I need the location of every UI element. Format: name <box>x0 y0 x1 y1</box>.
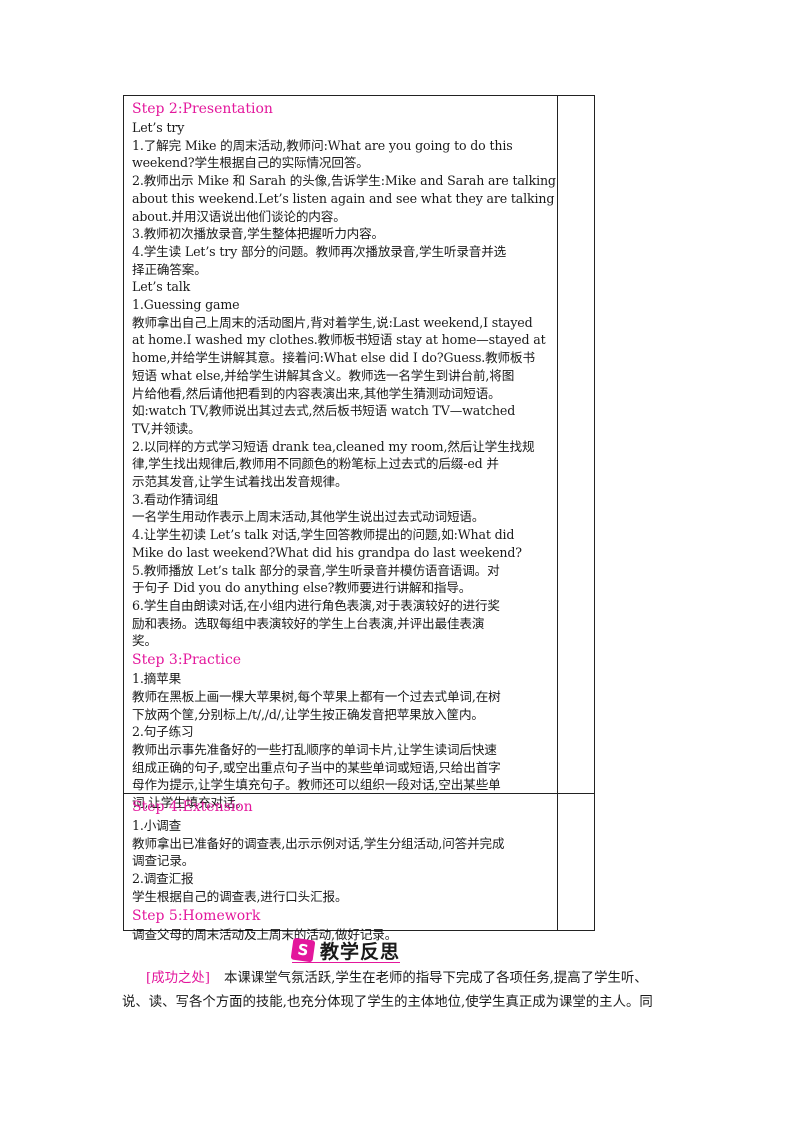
text-line: 下放两个筐,分别标上/t/,/d/,让学生按正确发音把苹果放入筐内。 <box>132 706 484 722</box>
text-line: 如:watch TV,教师说出其过去式,然后板书短语 watch TV—watc… <box>132 403 516 419</box>
reflection-title: 教学反思 <box>320 940 401 963</box>
text-line: 片给他看,然后请他把看到的内容表演出来,其他学生猜测动词短语。 <box>132 385 501 401</box>
text-line: 2.调查汇报 <box>132 871 194 887</box>
text-line: 律,学生找出规律后,教师用不同颜色的粉笔标上过去式的后缀-ed 并 <box>132 456 499 472</box>
reflection-text: 本课课堂气氛活跃,学生在老师的指导下完成了各项任务,提高了学生听、 <box>224 971 648 986</box>
text-line: 组成正确的句子,或空出重点句子当中的某些单词或短语,只给出首字 <box>132 759 501 775</box>
text-line: 教师在黑板上画一棵大苹果树,每个苹果上都有一个过去式单词,在树 <box>132 688 501 704</box>
text-line: 母作为提示,让学生填充句子。教师还可以组织一段对话,空出某些单 <box>132 777 501 793</box>
text-line: Let’s try <box>132 120 185 135</box>
text-line: home,并给学生讲解其意。接着问:What else did I do?Gue… <box>132 350 535 366</box>
text-line: Let’s talk <box>132 279 191 295</box>
text-line: 调查记录。 <box>132 853 195 869</box>
text-line: weekend?学生根据自己的实际情况回答。 <box>132 155 369 171</box>
procedure-cell: Step 4:Extension 1.小调查教师拿出已准备好的调查表,出示示例对话… <box>132 797 552 943</box>
text-line: 2.以同样的方式学习短语 drank tea,cleaned my room,然… <box>132 438 535 454</box>
text-line: 6.学生自由朗读对话,在小组内进行角色表演,对于表演较好的进行奖 <box>132 597 500 613</box>
text-line: 学生根据自己的调查表,进行口头汇报。 <box>132 888 348 904</box>
reflection-paragraph-line: [成功之处] 本课课堂气氛活跃,学生在老师的指导下完成了各项任务,提高了学生听、 <box>126 969 686 989</box>
text-line: 4.学生读 Let’s try 部分的问题。教师再次播放录音,学生听录音并选 <box>132 243 507 259</box>
text-line: about.并用汉语说出他们谈论的内容。 <box>132 208 346 224</box>
text-line: 1.小调查 <box>132 818 182 833</box>
text-line: at home.I washed my clothes.教师板书短语 stay … <box>132 332 546 348</box>
text-line: 一名学生用动作表示上周末活动,其他学生说出过去式动词短语。 <box>132 509 485 525</box>
column-divider <box>557 96 558 793</box>
text-line: 教师拿出自己上周末的活动图片,背对着学生,说:Last weekend,I st… <box>132 314 533 330</box>
text-line: 1.摘苹果 <box>132 671 182 687</box>
text-line: 奖。 <box>132 633 157 649</box>
success-tag: [成功之处] <box>146 971 211 986</box>
step-heading: Step 5:Homework <box>132 907 261 924</box>
text-line: 4.让学生初读 Let’s talk 对话,学生回答教师提出的问题,如:What… <box>132 527 515 543</box>
text-line: 词,让学生填充对话。 <box>132 795 248 811</box>
extension-homework-row: Step 4:Extension 1.小调查教师拿出已准备好的调查表,出示示例对话… <box>124 794 594 942</box>
text-line: 3.看动作猜词组 <box>132 491 219 507</box>
text-line: 于句子 Did you do anything else?教师要进行讲解和指导。 <box>132 580 472 596</box>
section-logo-icon: S <box>290 937 316 963</box>
text-line: 5.教师播放 Let’s talk 部分的录音,学生听录音并模仿语音语调。对 <box>132 562 500 578</box>
reflection-heading: S 教学反思 <box>290 937 401 963</box>
step-heading: Step 4:Extension <box>132 799 253 815</box>
reflection-text: 说、读、写各个方面的技能,也充分体现了学生的主体地位,使学生真正成为课堂的主人。… <box>122 995 653 1010</box>
step-heading: Step 3:Practice <box>132 652 242 669</box>
column-divider <box>557 794 558 930</box>
text-line: TV,并领读。 <box>132 420 201 436</box>
text-line: 调查父母的周末活动及上周末的活动,做好记录。 <box>132 926 398 942</box>
text-line: 1.了解完 Mike 的周末活动,教师问:What are you going … <box>132 137 513 153</box>
heading-underline <box>292 962 400 963</box>
text-line: 3.教师初次播放录音,学生整体把握听力内容。 <box>132 226 385 242</box>
step-heading: Step 2:Presentation <box>132 101 273 117</box>
text-line: 择正确答案。 <box>132 261 207 277</box>
text-line: 教师拿出已准备好的调查表,出示示例对话,学生分组活动,问答并完成 <box>132 835 505 851</box>
text-line: 示范其发音,让学生试着找出发音规律。 <box>132 474 348 490</box>
text-line: 励和表扬。选取每组中表演较好的学生上台表演,并评出最佳表演 <box>132 615 485 631</box>
text-line: about this weekend.Let’s listen again an… <box>132 190 555 206</box>
text-line: 2.句子练习 <box>132 724 194 740</box>
text-line: 教师出示事先准备好的一些打乱顺序的单词卡片,让学生读词后快速 <box>132 741 497 757</box>
text-line: 短语 what else,并给学生讲解其含义。教师选一名学生到讲台前,将图 <box>132 367 515 383</box>
text-line: 1.Guessing game <box>132 297 240 313</box>
reflection-paragraph-line: 说、读、写各个方面的技能,也充分体现了学生的主体地位,使学生真正成为课堂的主人。… <box>122 993 682 1013</box>
text-line: 2.教师出示 Mike 和 Sarah 的头像,告诉学生:Mike and Sa… <box>132 173 556 189</box>
text-line: Mike do last weekend?What did his grandp… <box>132 544 522 560</box>
